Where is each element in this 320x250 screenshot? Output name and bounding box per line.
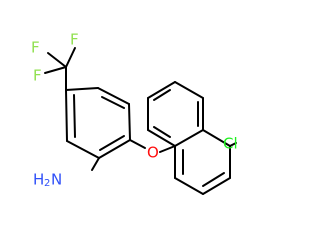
atom-fluorine-2: F [70,31,79,49]
atom-hydrogen: H [33,171,44,189]
aniline-ring [65,87,131,159]
atom-fluorine-1: F [31,39,40,57]
ring-bond [128,103,131,141]
bond-c-f3 [44,66,67,74]
structure-canvas: F F F H 2 N O Cl [31,31,238,195]
atom-nitrogen: N [51,171,62,189]
bond-c-n [91,157,100,171]
ring-bond-inner [99,135,125,151]
ring-bond [202,177,231,195]
ring-bond-inner [153,126,171,138]
ring-bond [66,140,100,159]
ring-bond [174,81,204,99]
ring-bond [98,139,131,159]
ring-bond-inner [101,96,125,109]
hydrogen-count: 2 [44,178,50,189]
cf3-bonds [44,47,76,91]
ring-bond [147,129,176,147]
bond-c-f1 [47,52,67,68]
ring-bond [174,177,204,195]
bond-c-f2 [65,47,76,68]
bond-c-o [129,139,146,149]
ring-bond-inner [73,94,76,138]
atom-chlorine: Cl [223,135,238,153]
molecule-drawing: F F F H 2 N O Cl [31,31,238,195]
ring-bond-inner [153,89,171,101]
ring-bond-fused [202,129,231,147]
ring-bond-inner [202,172,225,187]
naphthalene-ring [147,81,231,195]
ring-bond [65,89,68,142]
ring-bond [97,87,130,105]
ring-bond [174,129,204,147]
ring-bond [147,81,176,99]
bond-o-c [159,145,176,153]
atom-oxygen: O [147,144,159,162]
ring-bond [65,87,99,91]
atom-fluorine-3: F [33,67,42,85]
bond-c-cl [229,142,237,147]
